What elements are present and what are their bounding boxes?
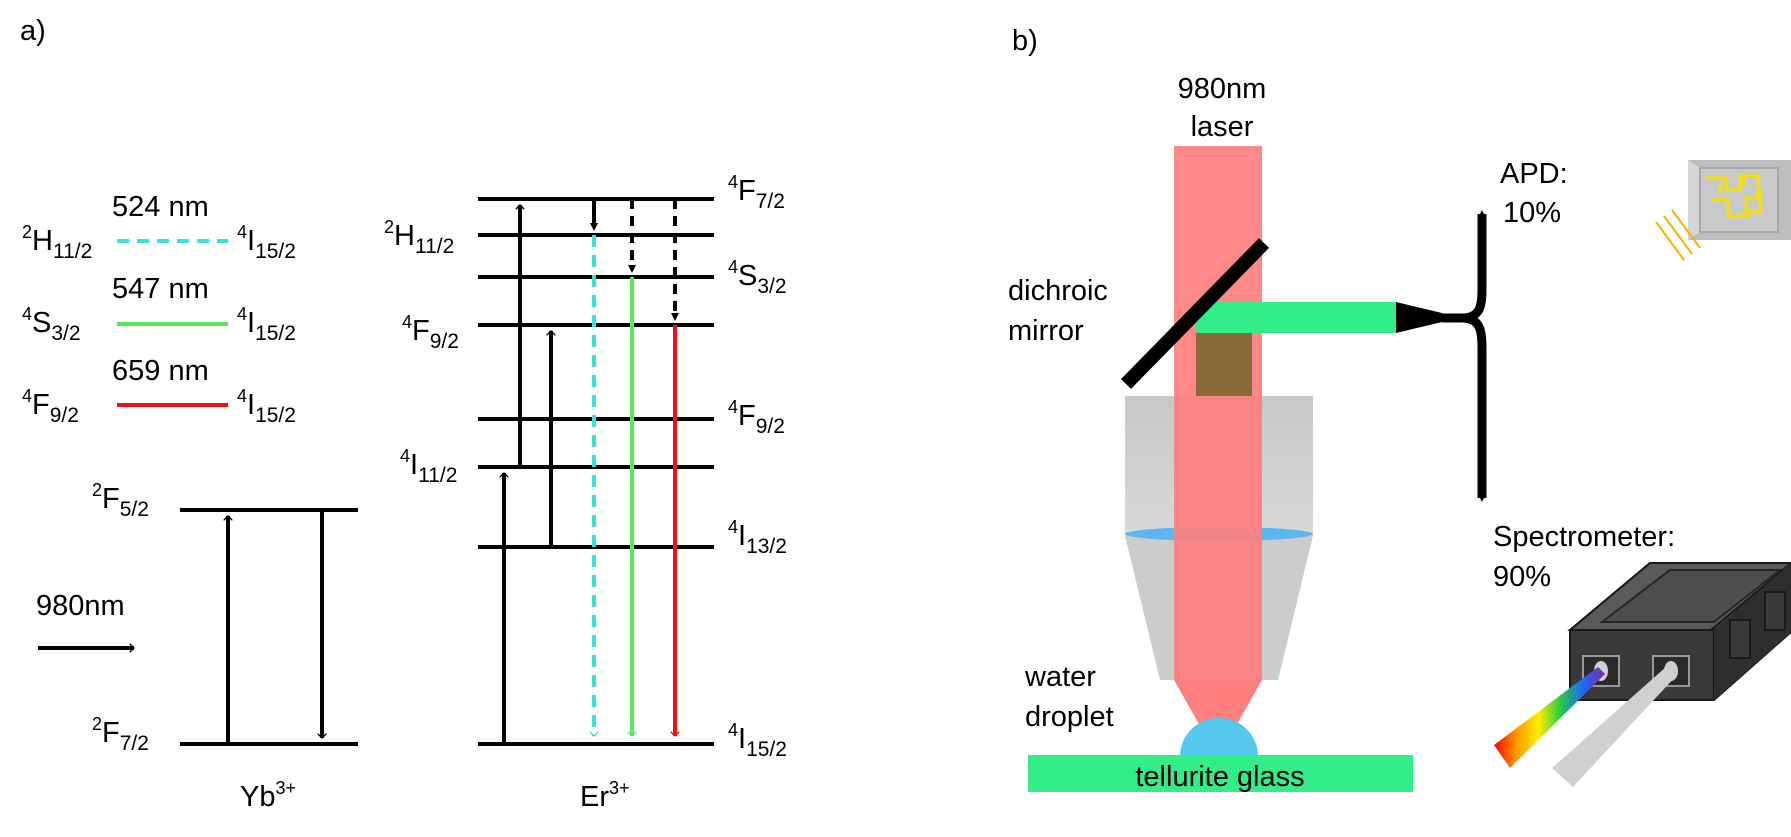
legend-target-659: 4I15/2	[237, 386, 296, 427]
legend-wavelength-524: 524 nm	[112, 191, 209, 223]
legend: 524 nm 2H11/2 4I15/2 547 nm 4S3/2 4I15/2…	[22, 191, 296, 427]
apd-label-1: APD:	[1500, 158, 1568, 190]
yb-lower-label: 2F7/2	[92, 714, 149, 755]
er-label-4i15: 4I15/2	[728, 720, 787, 761]
er-label-4s3: 4S3/2	[728, 257, 787, 298]
fiber-branch-apd	[1442, 210, 1487, 323]
legend-level-524: 2H11/2	[22, 222, 92, 263]
input-beam	[1552, 667, 1676, 787]
fiber-branch-spectrometer	[1461, 313, 1487, 502]
fiber-taper	[1396, 302, 1442, 333]
panel-b-label: b)	[1012, 25, 1038, 57]
droplet-label-1: water	[1024, 661, 1096, 693]
legend-level-547: 4S3/2	[22, 304, 81, 345]
water-droplet	[1180, 718, 1258, 756]
panel-a: a) 524 nm 2H11/2 4I15/2 547 nm 4S3/2 4I1…	[20, 15, 787, 813]
er-label-4i11: 4I11/2	[400, 446, 457, 487]
legend-target-524: 4I15/2	[237, 222, 296, 263]
legend-row-547: 547 nm 4S3/2 4I15/2	[22, 273, 296, 345]
laser-focus-cone	[1174, 680, 1262, 733]
legend-target-547: 4I15/2	[237, 304, 296, 345]
legend-level-659: 4F9/2	[22, 386, 79, 427]
glass-label: tellurite glass	[1135, 761, 1304, 793]
er-label-4f9-right: 4F9/2	[728, 397, 785, 438]
mirror-label-2: mirror	[1008, 315, 1084, 347]
er-label-4f9-left: 4F9/2	[402, 312, 459, 353]
laser-label-1: 980nm	[1178, 73, 1267, 105]
er-diagram: 4F7/2 2H11/2 4S3/2 4F9/2 4F9/2 4I11/2 4I…	[384, 172, 787, 813]
tellurite-glass	[1028, 755, 1413, 792]
panel-a-label: a)	[20, 15, 46, 47]
droplet-label-2: droplet	[1025, 701, 1114, 733]
spectrometer-label-1: Spectrometer:	[1493, 521, 1675, 553]
emission-beam	[1196, 302, 1396, 333]
er-label-4i13: 4I13/2	[728, 517, 787, 558]
spectrometer-icon	[1494, 562, 1791, 787]
apd-label-2: 10%	[1503, 197, 1561, 229]
spectrum-beam	[1494, 667, 1605, 768]
legend-row-659: 659 nm 4F9/2 4I15/2	[22, 355, 296, 427]
spectrometer-label-2: 90%	[1493, 561, 1551, 593]
yb-diagram: 2F5/2 2F7/2 980nm Yb3+	[36, 480, 358, 813]
laser-beam	[1174, 146, 1262, 680]
yb-ion-label: Yb3+	[240, 778, 296, 813]
legend-wavelength-547: 547 nm	[112, 273, 209, 305]
legend-row-524: 524 nm 2H11/2 4I15/2	[22, 191, 296, 263]
er-label-4f7: 4F7/2	[728, 172, 785, 213]
laser-label-2: laser	[1191, 111, 1254, 143]
apd-chip-icon	[1655, 160, 1791, 261]
dichroic-mirror	[1120, 238, 1270, 389]
overlap-beam	[1196, 333, 1252, 396]
er-label-2h11: 2H11/2	[384, 217, 454, 258]
legend-wavelength-659: 659 nm	[112, 355, 209, 387]
panel-b: b) 980nm laser tellurite glass water dro…	[1008, 25, 1791, 793]
pump-label: 980nm	[36, 590, 125, 622]
mirror-label-1: dichroic	[1008, 275, 1108, 307]
er-ion-label: Er3+	[580, 778, 630, 813]
yb-upper-label: 2F5/2	[92, 480, 149, 521]
